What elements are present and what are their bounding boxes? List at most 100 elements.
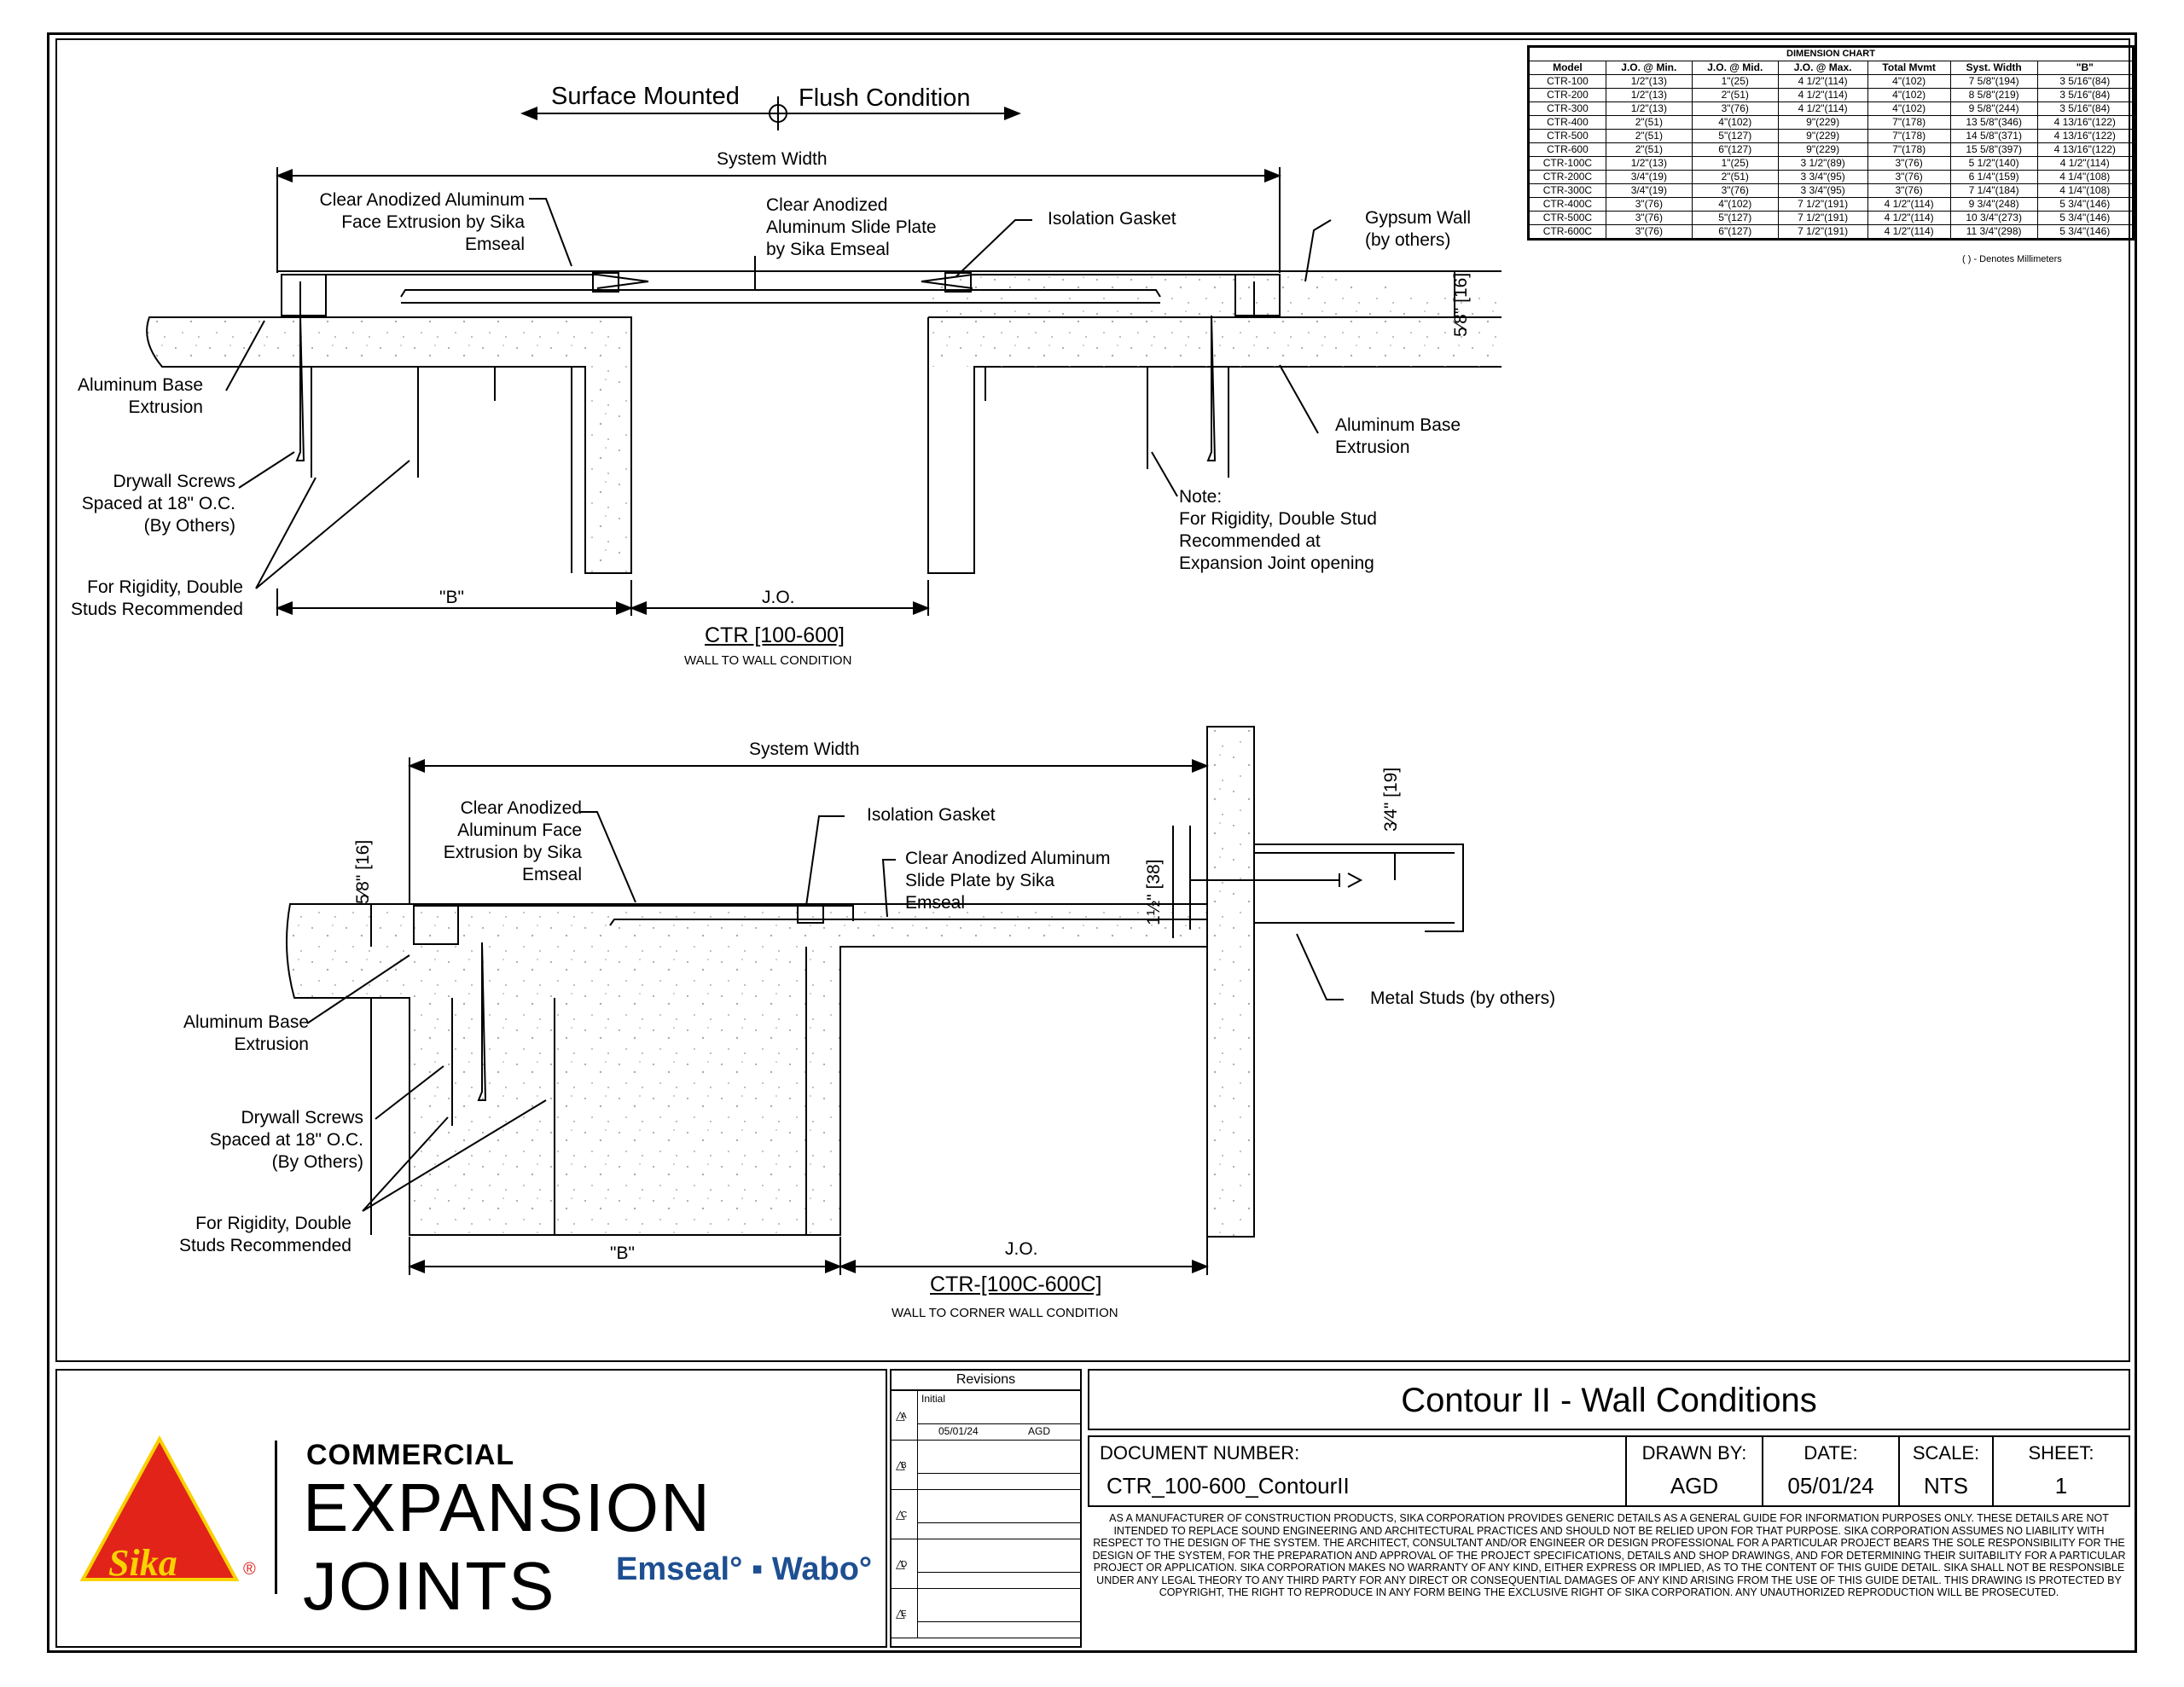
revisions-title: Revisions: [892, 1371, 1080, 1391]
scale-cell: SCALE:NTS: [1900, 1437, 1994, 1505]
stud-screw: [1190, 872, 1363, 888]
thickness-label-top: 5⁄8" [16]: [1451, 272, 1471, 337]
brand-line-2: EXPANSION JOINTS: [303, 1470, 712, 1624]
right-gasket: [944, 272, 972, 293]
sheet-border: [47, 32, 2137, 1653]
left-gasket: [592, 272, 619, 293]
b-dimension-label: "B": [439, 588, 464, 607]
slide-plate-bottom: [609, 919, 1207, 926]
date-cell: DATE:05/01/24: [1763, 1437, 1900, 1505]
left-screw: [295, 315, 305, 461]
isolation-gasket-label: Isolation Gasket: [1048, 209, 1176, 229]
left-gypsum-wall: [146, 316, 632, 574]
flush-condition-label: Flush Condition: [799, 84, 971, 112]
brand-line-1: COMMERCIAL: [306, 1439, 515, 1471]
bottom-detail-title: CTR-[100C-600C]: [930, 1272, 1102, 1296]
corner-wall: [1206, 726, 1255, 1238]
revision-mark-icon: △: [896, 1606, 905, 1620]
isolation-gasket-label-bottom: Isolation Gasket: [867, 805, 996, 825]
right-screw: [1206, 315, 1217, 461]
revision-mark-icon: △: [896, 1557, 905, 1570]
revision-mark-icon: △: [896, 1458, 905, 1471]
offset-label: 3⁄4" [19]: [1381, 767, 1401, 832]
jo-dimension-label-bottom: J.O.: [1005, 1239, 1038, 1259]
left-base-extrusion: [281, 274, 327, 316]
brand-subline: Emseal° ▪ Wabo°: [616, 1551, 873, 1587]
system-width-label: System Width: [717, 149, 828, 169]
right-base-extrusion: [1234, 274, 1281, 316]
studs-bottom: [370, 947, 807, 1235]
logo-box: Sika ® COMMERCIAL EXPANSION JOINTS Emsea…: [55, 1369, 887, 1648]
revision-row: △C: [892, 1490, 1080, 1539]
gasket-bottom: [797, 903, 824, 924]
face-extrusion-bottom: [458, 905, 854, 921]
top-detail-subtitle: WALL TO WALL CONDITION: [684, 653, 852, 668]
title-block: Sika ® COMMERCIAL EXPANSION JOINTS Emsea…: [55, 1369, 2130, 1648]
disclaimer: As a manufacturer of construction produc…: [1092, 1512, 2126, 1598]
metal-stud: [1254, 844, 1464, 932]
bottom-detail-subtitle: WALL TO CORNER WALL CONDITION: [892, 1306, 1118, 1320]
left-studs: [311, 367, 572, 573]
sheet-cell: SHEET:1: [2028, 1442, 2094, 1499]
height-label: 1½" [38]: [1144, 859, 1164, 925]
top-detail: [146, 96, 1502, 616]
slide-plate: [400, 289, 1161, 298]
base-extrusion-bottom: [413, 905, 459, 945]
revision-row: △B: [892, 1441, 1080, 1490]
right-studs: [985, 367, 1229, 478]
revision-mark-icon: △: [896, 1408, 905, 1422]
document-info: DOCUMENT NUMBER: CTR_100-600_ContourII D…: [1088, 1435, 2130, 1507]
document-number-cell: DOCUMENT NUMBER: CTR_100-600_ContourII: [1089, 1437, 1627, 1505]
document-number: CTR_100-600_ContourII: [1107, 1473, 1350, 1499]
system-width-label-bottom: System Width: [749, 739, 860, 759]
drawn-by-cell: DRAWN BY:AGD: [1627, 1437, 1763, 1505]
left-gypsum-wall-bottom: [286, 903, 1208, 1236]
dimension-chart-title: DIMENSION CHART: [1529, 47, 2133, 61]
sika-wordmark: Sika: [108, 1542, 177, 1584]
revision-mark-icon: △: [896, 1507, 905, 1521]
b-dimension-label-bottom: "B": [610, 1244, 635, 1263]
drawing-area-border: [55, 38, 2130, 1362]
jo-dimension-label: J.O.: [762, 588, 795, 607]
top-detail-title: CTR [100-600]: [705, 623, 845, 647]
drywall-screw-bottom: [477, 942, 487, 1101]
bottom-detail: [286, 726, 1464, 1275]
revision-row: △E: [892, 1589, 1080, 1638]
sika-logo-icon: [79, 1435, 240, 1581]
gypsum-wall-label: Gypsum Wall(by others): [1365, 208, 1472, 250]
registered-mark: ®: [243, 1560, 256, 1579]
left-cover-plate: [326, 274, 649, 289]
logo-divider: [275, 1441, 277, 1594]
revision-row: △D: [892, 1539, 1080, 1589]
surface-mounted-label: Surface Mounted: [551, 83, 740, 110]
right-cover-plate: [921, 274, 1235, 289]
